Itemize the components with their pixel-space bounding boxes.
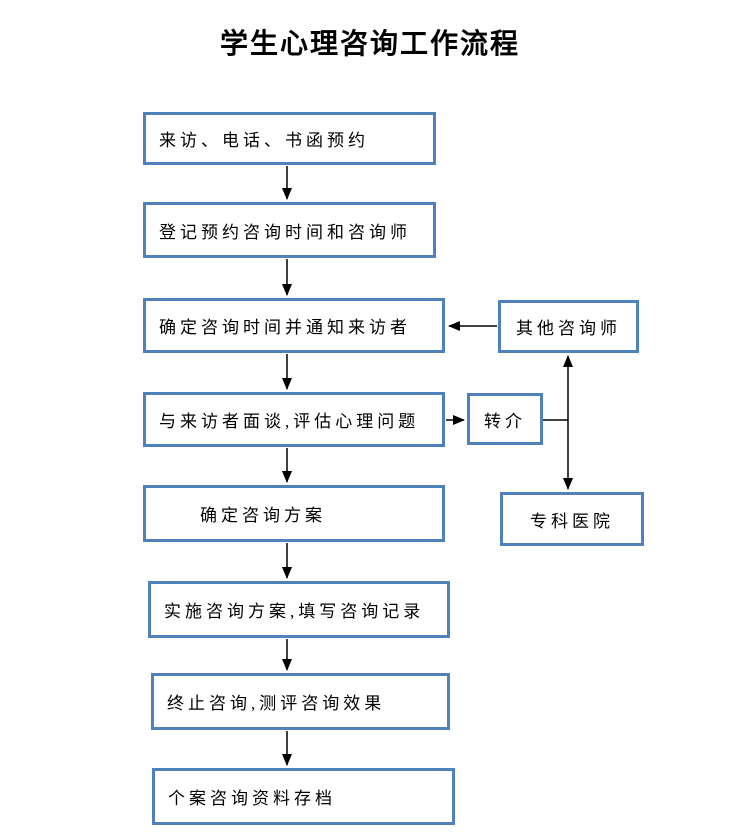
flow-node-referral: 转介 — [467, 393, 543, 445]
flow-node-specialized-hospital: 专科医院 — [500, 492, 644, 546]
flow-node-interview: 与来访者面谈,评估心理问题 — [143, 392, 445, 447]
flow-node-label: 专科医院 — [530, 511, 614, 531]
flow-node-plan: 确定咨询方案 — [143, 485, 445, 542]
flow-node-label: 登记预约咨询时间和咨询师 — [159, 222, 411, 242]
flow-node-label: 终止咨询,测评咨询效果 — [167, 694, 386, 713]
flow-node-label: 来访、电话、书函预约 — [159, 131, 369, 150]
page-title: 学生心理咨询工作流程 — [219, 29, 520, 60]
flow-node-label: 与来访者面谈,评估心理问题 — [159, 412, 420, 431]
flow-node-register: 登记预约咨询时间和咨询师 — [143, 202, 436, 258]
flow-node-terminate: 终止咨询,测评咨询效果 — [151, 673, 450, 730]
flow-node-label: 确定咨询方案 — [200, 506, 326, 525]
flow-node-other-counselors: 其他咨询师 — [498, 300, 639, 353]
flow-node-label: 转介 — [484, 411, 526, 431]
flow-node-label: 其他咨询师 — [516, 319, 621, 338]
flow-node-implement: 实施咨询方案,填写咨询记录 — [148, 581, 450, 638]
flow-node-label: 个案咨询资料存档 — [168, 789, 336, 808]
flow-node-label: 确定咨询时间并通知来访者 — [159, 318, 411, 337]
flow-node-archive: 个案咨询资料存档 — [152, 768, 455, 825]
flow-node-label: 实施咨询方案,填写咨询记录 — [164, 602, 425, 621]
flow-node-appointment: 来访、电话、书函预约 — [143, 112, 436, 165]
flow-node-confirm-time: 确定咨询时间并通知来访者 — [143, 298, 445, 353]
